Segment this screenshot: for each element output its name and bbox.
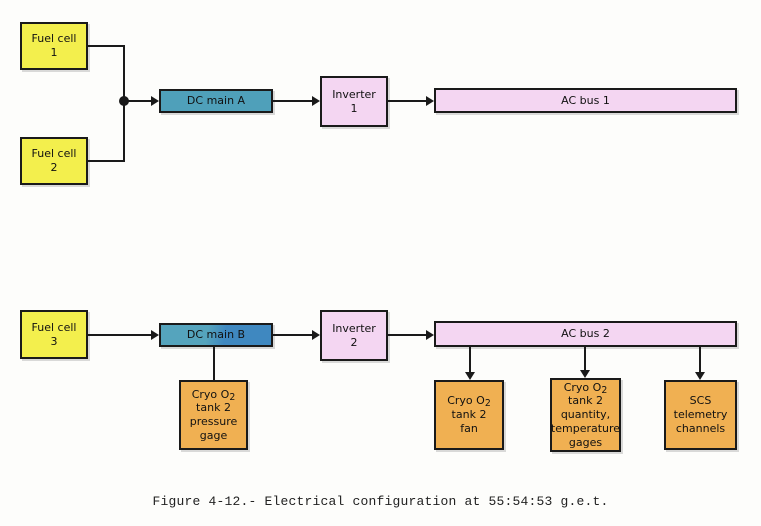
fuel-cell-1-box: Fuel cell 1	[20, 22, 88, 70]
cryo-quantity-line5: gages	[568, 435, 603, 449]
cryo-o2-text: Cryo O	[191, 387, 230, 401]
fuel-cell-1-number: 1	[50, 46, 58, 59]
connector-dc-main-b-to-pressure-gage	[213, 347, 215, 380]
fuel-cell-2-number: 2	[50, 161, 58, 174]
fuel-cell-3-box: Fuel cell 3	[20, 310, 88, 359]
inverter-1-box: Inverter 1	[320, 76, 388, 127]
junction-dot	[119, 96, 129, 106]
scs-telemetry-channels-box: SCS telemetry channels	[664, 380, 737, 450]
fuel-cell-2-box: Fuel cell 2	[20, 137, 88, 185]
arrowhead-into-ac-bus-1	[426, 96, 434, 106]
o2-subscript: 2	[601, 384, 608, 396]
arrowhead-into-ac-bus-2	[426, 330, 434, 340]
inverter-2-box: Inverter 2	[320, 310, 388, 361]
cryo-quantity-line3: quantity,	[560, 408, 611, 422]
scs-line1: SCS	[689, 394, 712, 408]
connector-ac-bus-2-to-quantity-gages	[584, 347, 586, 372]
connector-fuel-cell-2	[88, 160, 125, 162]
fuel-cell-2-label: Fuel cell	[31, 147, 77, 161]
dc-main-b-label: DC main B	[186, 328, 246, 342]
cryo-fan-line1: Cryo O2	[447, 394, 491, 408]
fuel-cell-3-label: Fuel cell	[31, 320, 77, 334]
arrowhead-into-scs	[695, 372, 705, 380]
cryo-o2-tank2-pressure-gage-box: Cryo O2 tank 2 pressure gage	[179, 380, 248, 450]
dc-main-b-box: DC main B	[159, 323, 273, 347]
o2-subscript: 2	[229, 391, 236, 403]
inverter-1-number: 1	[350, 101, 358, 115]
cryo-o2-text: Cryo O	[563, 380, 602, 394]
ac-bus-2-box: AC bus 2	[434, 321, 737, 347]
o2-subscript: 2	[484, 398, 491, 410]
arrowhead-into-quantity-gages	[580, 370, 590, 378]
connector-junction-to-dc-main-a	[127, 100, 153, 102]
fuel-cell-3-number: 3	[50, 334, 58, 348]
cryo-o2-tank2-fan-box: Cryo O2 tank 2 fan	[434, 380, 504, 450]
connector-fuel-cell-1	[88, 45, 125, 47]
scs-line2: telemetry	[673, 408, 728, 422]
inverter-2-label: Inverter	[332, 321, 376, 335]
arrowhead-into-fan	[465, 372, 475, 380]
fuel-cell-1-label: Fuel cell	[31, 32, 77, 46]
cryo-quantity-line2: tank 2	[568, 394, 603, 408]
scs-line3: channels	[675, 421, 726, 435]
connector-ac-bus-2-to-scs	[699, 347, 701, 374]
ac-bus-1-label: AC bus 1	[561, 93, 610, 107]
dc-main-a-label: DC main A	[186, 94, 246, 108]
cryo-pressure-gage-line1: Cryo O2	[192, 388, 236, 402]
inverter-1-label: Inverter	[332, 87, 376, 101]
arrowhead-into-dc-main-a	[151, 96, 159, 106]
cryo-pressure-gage-line4: gage	[199, 428, 228, 442]
cryo-fan-line3: fan	[460, 421, 478, 435]
connector-ac-bus-2-to-fan	[469, 347, 471, 374]
cryo-fan-line2: tank 2	[451, 408, 487, 422]
connector-fuel-cell-3-to-dc-main-b	[88, 334, 153, 336]
cryo-o2-text: Cryo O	[447, 394, 485, 408]
connector-inverter-1-to-ac-bus-1	[388, 100, 428, 102]
cryo-pressure-gage-line2: tank 2	[196, 401, 231, 415]
ac-bus-1-box: AC bus 1	[434, 88, 737, 113]
connector-inverter-2-to-ac-bus-2	[388, 334, 428, 336]
cryo-o2-tank2-quantity-temperature-gages-box: Cryo O2 tank 2 quantity, temperature gag…	[550, 378, 621, 452]
arrowhead-into-inverter-2	[312, 330, 320, 340]
cryo-quantity-line4: temperature	[550, 421, 621, 435]
figure-caption: Figure 4-12.- Electrical configuration a…	[152, 494, 609, 509]
arrowhead-into-dc-main-b	[151, 330, 159, 340]
ac-bus-2-label: AC bus 2	[561, 327, 610, 341]
connector-dc-main-b-to-inverter-2	[273, 334, 314, 336]
dc-main-a-box: DC main A	[159, 89, 273, 113]
cryo-quantity-line1: Cryo O2	[564, 381, 608, 395]
arrowhead-into-inverter-1	[312, 96, 320, 106]
inverter-2-number: 2	[350, 335, 358, 349]
cryo-pressure-gage-line3: pressure	[189, 415, 238, 428]
connector-dc-main-a-to-inverter-1	[273, 100, 314, 102]
